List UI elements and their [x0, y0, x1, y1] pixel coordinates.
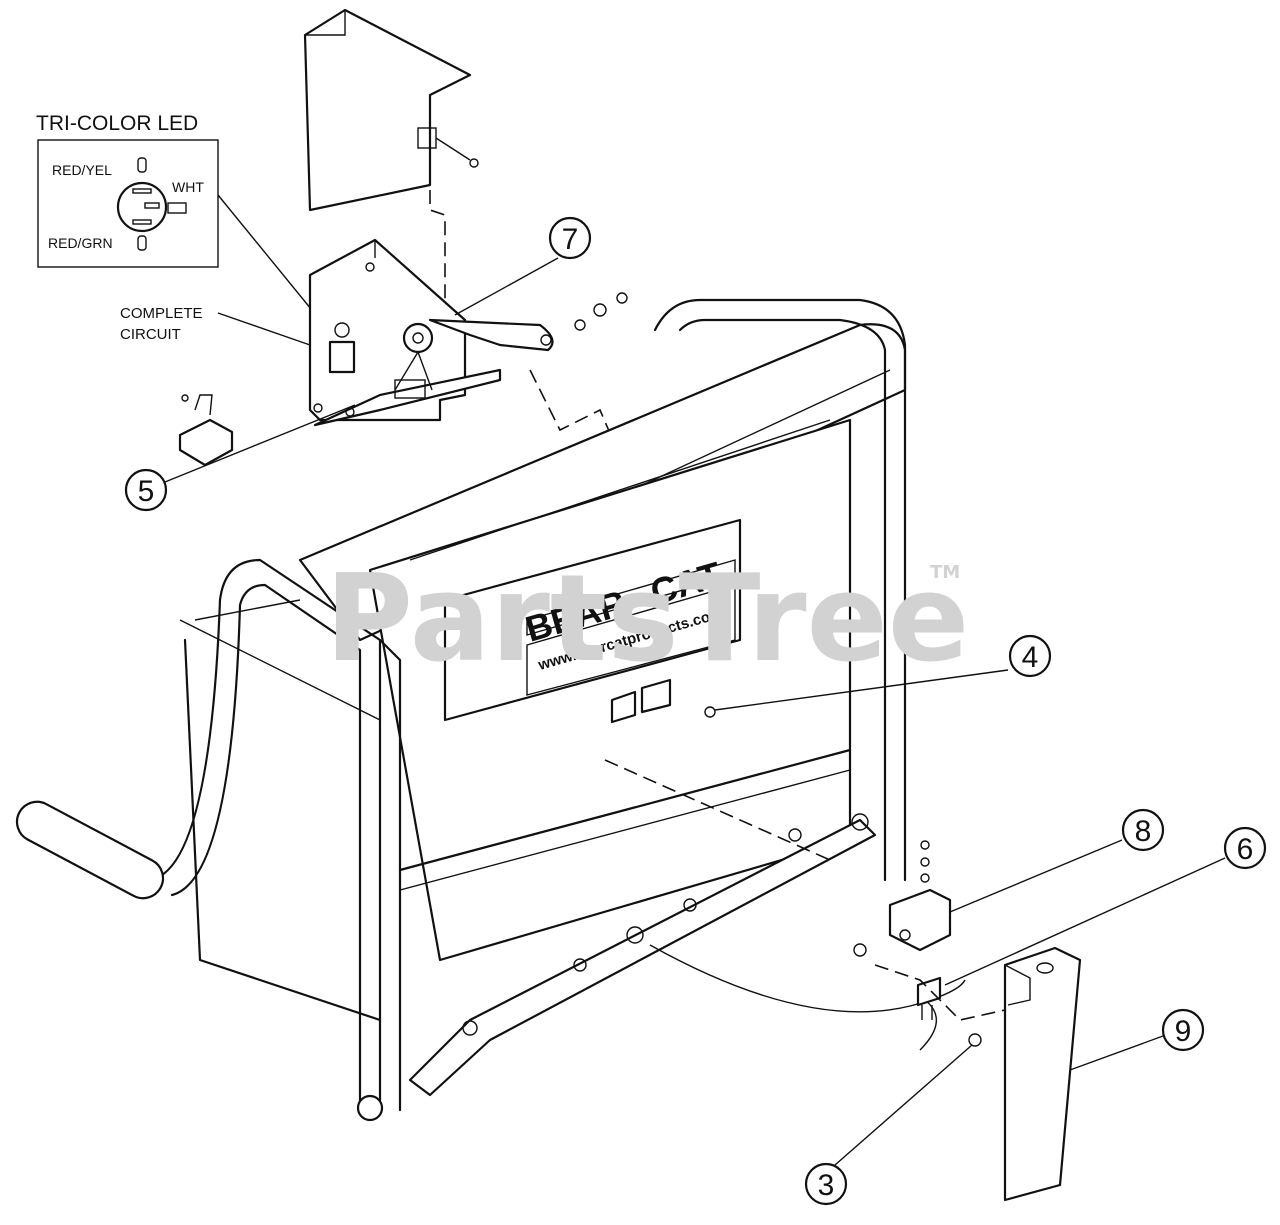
callout-8-label: 8 — [1135, 815, 1152, 848]
switch-bracket — [308, 238, 502, 427]
callout-5-label: 5 — [138, 475, 155, 508]
cable — [649, 944, 966, 1013]
callout-9[interactable]: 9 — [1069, 1008, 1205, 1071]
led-title: TRI-COLOR LED — [36, 112, 198, 135]
callout-5[interactable]: 5 — [124, 404, 356, 512]
complete-circuit-label-2: CIRCUIT — [120, 326, 181, 343]
lever-arm — [428, 292, 628, 352]
watermark-text: PartsTree — [325, 550, 969, 689]
led-symbol — [116, 157, 187, 251]
lever-dash — [529, 369, 616, 446]
watermark: PartsTree TM — [325, 550, 969, 689]
toggle-switch — [178, 394, 234, 467]
led-red-yel-label: RED/YEL — [52, 162, 112, 178]
callout-9-label: 9 — [1175, 1015, 1192, 1048]
led-leader — [217, 194, 321, 321]
callout-6-label: 6 — [1237, 833, 1254, 866]
led-red-grn-label: RED/GRN — [48, 235, 113, 251]
watermark-tm: TM — [930, 562, 960, 583]
callout-8[interactable]: 8 — [949, 808, 1165, 913]
main-frame — [298, 298, 907, 962]
callout-3[interactable]: 3 — [804, 1044, 973, 1206]
tri-color-led-inset: TRI-COLOR LED RED/YEL WHT RED/GRN — [36, 112, 219, 268]
callout-6[interactable]: 6 — [944, 826, 1267, 986]
callout-3-label: 3 — [818, 1169, 835, 1202]
linkage-bar — [356, 813, 877, 1122]
led-wht-label: WHT — [172, 179, 204, 195]
cover-dash — [429, 190, 446, 310]
left-frame — [15, 558, 852, 1112]
handle-grip — [15, 800, 165, 900]
cover-panel — [303, 8, 479, 212]
callout-7[interactable]: 7 — [454, 216, 592, 316]
complete-circuit-leader — [217, 312, 311, 346]
leg-part — [968, 946, 1082, 1202]
complete-circuit-label-1: COMPLETE — [120, 305, 203, 322]
callout-7-label: 7 — [562, 223, 579, 256]
bracket-part — [853, 840, 952, 1020]
callout-4-label: 4 — [1022, 641, 1039, 674]
clip-parts — [610, 678, 716, 724]
callout-4[interactable]: 4 — [714, 634, 1052, 711]
